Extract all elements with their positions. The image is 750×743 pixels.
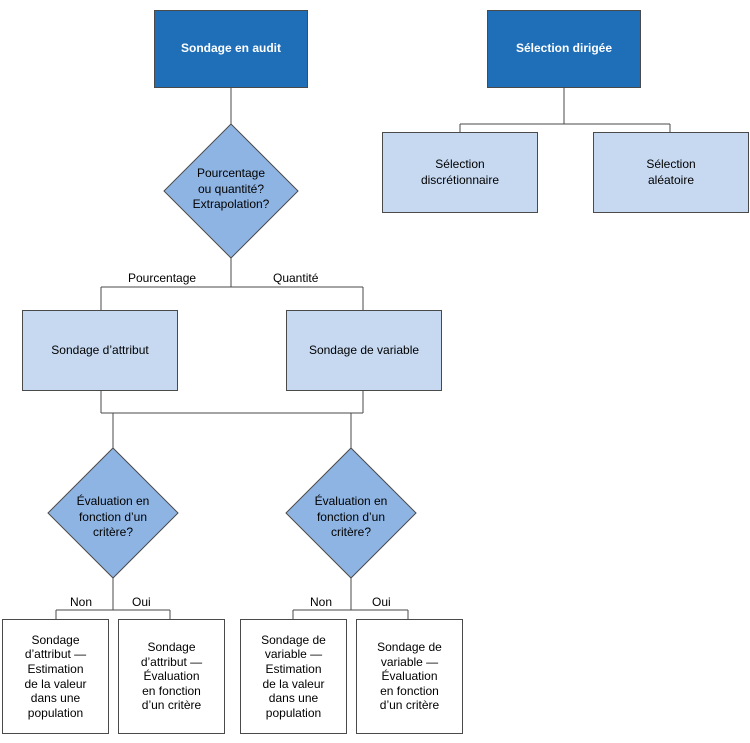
decision-diamond-main — [163, 123, 299, 259]
variable-sampling-node: Sondage de variable — [286, 310, 442, 391]
decision-diamond-left — [47, 447, 179, 579]
directed-selection-node: Sélection dirigée — [487, 10, 641, 88]
branch-label-quantity: Quantité — [273, 271, 319, 285]
leaf-variable-estimation: Sondage de variable — Estimation de la v… — [240, 619, 347, 734]
leaf-variable-evaluation: Sondage de variable — Évaluation en fonc… — [356, 619, 463, 734]
leaf-attribute-evaluation: Sondage d’attribut — Évaluation en fonct… — [118, 619, 225, 734]
leaf-attribute-estimation: Sondage d’attribut — Estimation de la va… — [2, 619, 109, 734]
answer-yes-left: Oui — [132, 595, 151, 609]
root-node: Sondage en audit — [154, 10, 308, 88]
answer-no-left: Non — [70, 595, 93, 609]
decision-right-text: Évaluation en fonction d’un critère? — [314, 494, 388, 540]
discretionary-selection-node: Sélection discrétionnaire — [382, 132, 538, 213]
answer-no-right: Non — [310, 595, 333, 609]
random-selection-node: Sélection aléatoire — [593, 132, 749, 213]
decision-diamond-right — [285, 447, 417, 579]
branch-label-percentage: Pourcentage — [128, 271, 197, 285]
answer-yes-right: Oui — [372, 595, 391, 609]
attribute-sampling-node: Sondage d’attribut — [22, 310, 178, 391]
decision-left-text: Évaluation en fonction d’un critère? — [76, 494, 150, 540]
decision-main-text: Pourcentage ou quantité? Extrapolation? — [192, 166, 270, 212]
